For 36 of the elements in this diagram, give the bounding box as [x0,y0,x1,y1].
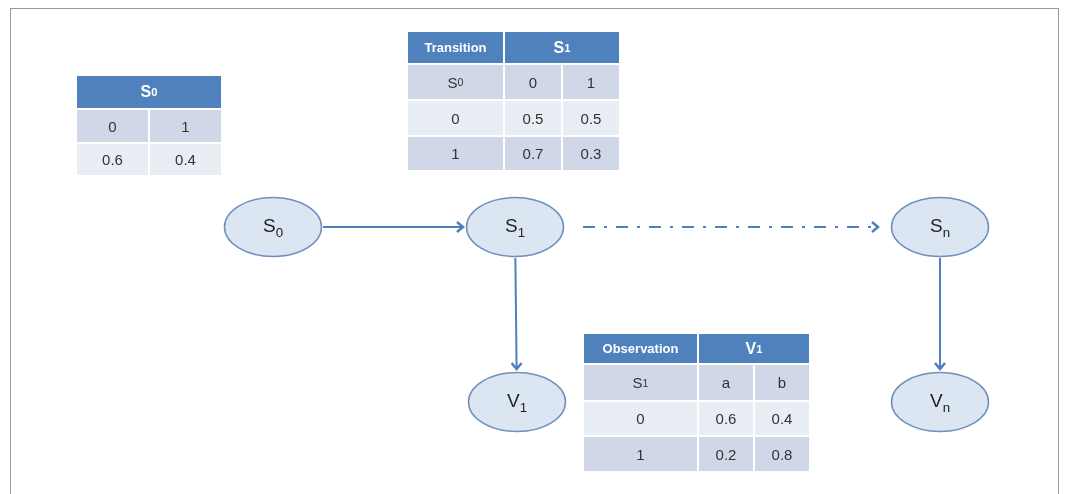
table-cell: b [754,364,810,401]
table-cell: 0.4 [754,401,810,436]
table-cell: 1 [407,136,504,171]
table-cell: 1 [583,436,698,472]
table-cell: 1 [149,109,222,143]
table-cell: 0.8 [754,436,810,472]
state-ellipse [890,196,990,258]
table-cell: 0 [76,109,149,143]
table-cell: 0.6 [698,401,754,436]
arrow [510,257,523,371]
table-cell: 0.3 [562,136,620,171]
table-cell: 1 [562,64,620,100]
table-cell: a [698,364,754,401]
arrow [322,220,465,234]
state-ellipse [467,371,567,433]
table-cell: 0.2 [698,436,754,472]
state-ellipse [890,371,990,433]
table-cell: 0.5 [562,100,620,136]
state-label: S$_{1}$ [504,214,526,240]
arrow [582,220,880,234]
table-cell: 0 [407,100,504,136]
table-cell: 0.6 [76,143,149,176]
state-ellipse [465,196,565,258]
table-cell: 0.4 [149,143,222,176]
table-cell: 0 [504,64,562,100]
table-cell: 0 [583,401,698,436]
table-cell: 0.7 [504,136,562,171]
state-label: S$_{0}$ [262,214,284,240]
state-ellipse [223,196,323,258]
state-label: V$_{n}$ [929,389,951,415]
state-label: V$_{1}$ [506,389,528,415]
table-header: Observation [583,333,698,364]
table-cell: 0.5 [504,100,562,136]
state-label: S$_{n}$ [929,214,951,240]
table-header: Transition [407,31,504,64]
arrow [933,257,947,371]
